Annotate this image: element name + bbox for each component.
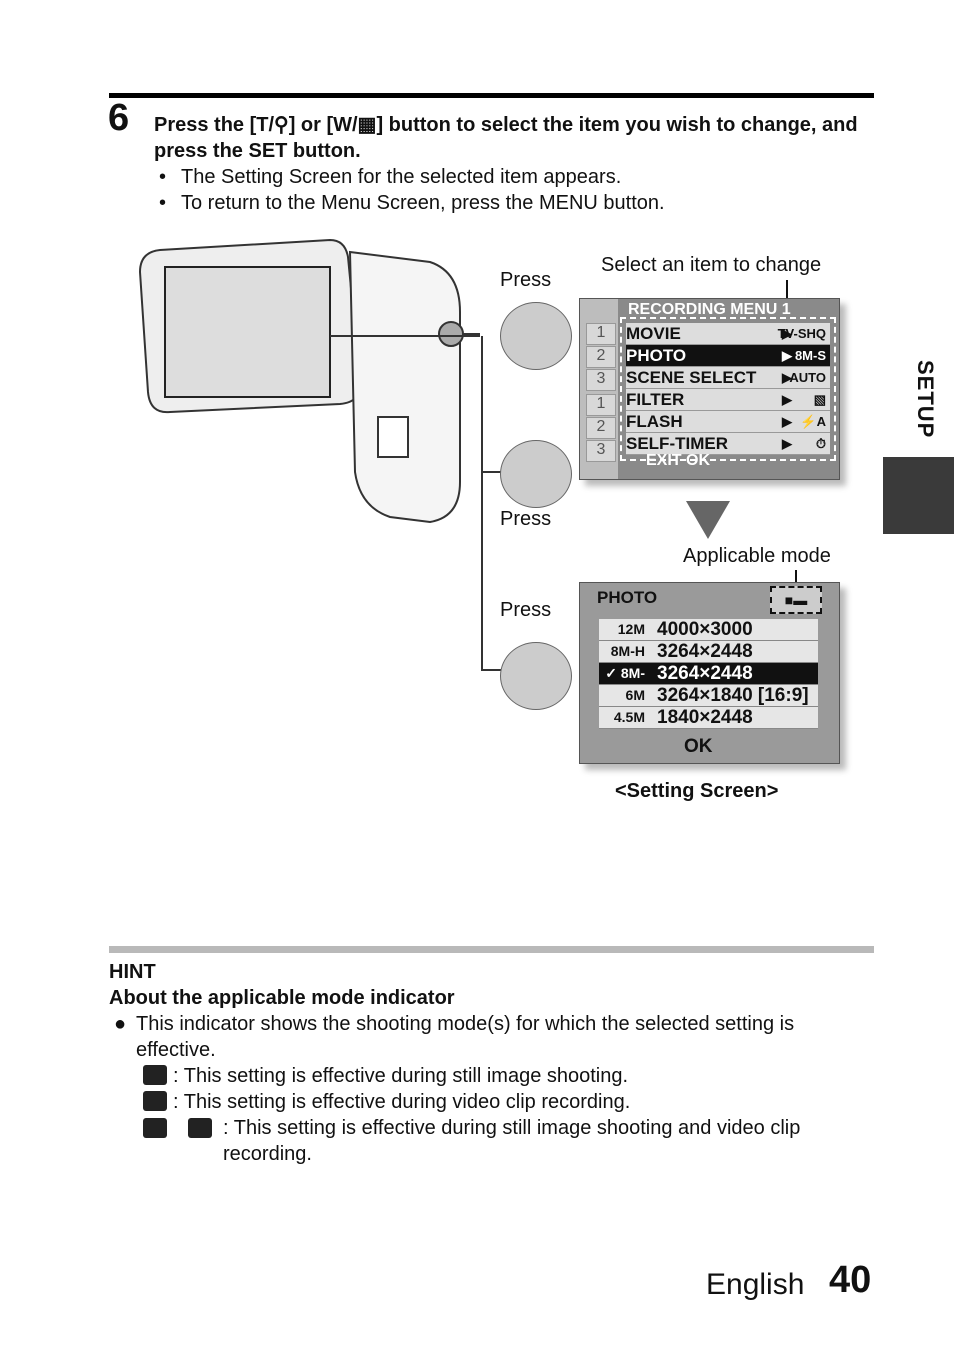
hint-line-still: : This setting is effective during still… [143, 1063, 628, 1089]
menu-item[interactable]: MOVIE▶TV-SHQ [626, 323, 830, 345]
step-number: 6 [108, 97, 130, 139]
hint-line-video: : This setting is effective during video… [143, 1089, 630, 1115]
menu-tab[interactable]: 1 [586, 394, 616, 416]
set-button[interactable] [500, 642, 572, 710]
bullet-1: •The Setting Screen for the selected ite… [159, 166, 622, 188]
hint-rule [109, 946, 874, 953]
section-tab [883, 457, 954, 534]
connector-lines [330, 335, 505, 671]
page-number: 40 [829, 1259, 872, 1301]
hint-bullet: ●This indicator shows the shooting mode(… [114, 1013, 795, 1061]
select-item-label: Select an item to change [601, 254, 822, 276]
hint-subheading: About the applicable mode indicator [109, 987, 455, 1009]
hint-line-both: : This setting is effective during still… [143, 1115, 874, 1167]
camera-icon [143, 1118, 167, 1138]
setting-footer: OK [684, 736, 713, 757]
menu-tab[interactable]: 2 [586, 417, 616, 439]
menu-title: RECORDING MENU 1 [628, 301, 791, 318]
menu-item-selected[interactable]: PHOTO▶8M-S [626, 345, 830, 367]
setting-title: PHOTO [597, 588, 658, 607]
down-arrow-icon [686, 501, 730, 539]
menu-item[interactable]: SCENE SELECT▶AUTO [626, 367, 830, 389]
menu-item[interactable]: FILTER▶▧ [626, 389, 830, 411]
top-rule [109, 93, 874, 98]
bullet-2: •To return to the Menu Screen, press the… [159, 192, 665, 214]
menu-screen: 1 2 3 1 2 3 RECORDING MENU 1 MOVIE▶TV-SH… [579, 298, 840, 480]
footer-language: English [706, 1268, 805, 1301]
menu-item[interactable]: SELF-TIMER▶⏱ [626, 433, 830, 455]
selection-highlight [620, 317, 836, 461]
zoom-t-button[interactable] [500, 302, 572, 370]
video-icon [188, 1118, 212, 1138]
menu-tab[interactable]: 2 [586, 346, 616, 368]
menu-tabs: 1 2 3 1 2 3 [580, 299, 618, 479]
camera-icon [143, 1065, 167, 1085]
video-icon [143, 1091, 167, 1111]
menu-tab[interactable]: 3 [586, 440, 616, 462]
section-label: SETUP [913, 360, 938, 439]
zoom-w-button[interactable] [500, 440, 572, 508]
press-label-3: Press [500, 599, 552, 621]
applicable-mode-label: Applicable mode [683, 545, 831, 567]
setting-screen-caption: <Setting Screen> [615, 780, 779, 802]
press-label-2: Press [500, 508, 552, 530]
camera-illustration [138, 238, 480, 524]
menu-item[interactable]: FLASH▶⚡A [626, 411, 830, 433]
pointer-line-2 [795, 570, 797, 584]
step-instruction: Press the [T/⚲] or [W/▦] button to selec… [154, 114, 858, 162]
press-label-1: Press [500, 269, 552, 291]
menu-tab[interactable]: 3 [586, 369, 616, 391]
setting-option-selected[interactable]: ✓ 8M-S3264×2448 [599, 663, 818, 702]
menu-tab[interactable]: 1 [586, 323, 616, 345]
mode-indicator-icon: ■▬ [770, 586, 822, 614]
menu-footer: EXIT OK [646, 452, 711, 469]
hint-heading: HINT [109, 961, 156, 983]
